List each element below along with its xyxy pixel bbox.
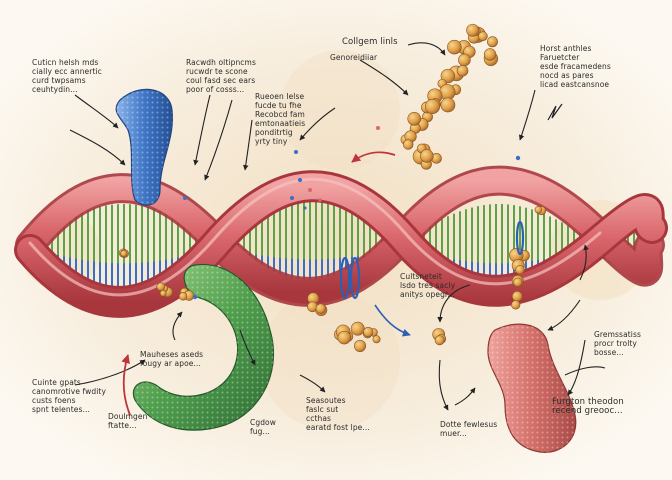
cluster-bead xyxy=(156,282,166,292)
cluster-bead xyxy=(440,97,456,113)
green-protein xyxy=(132,263,275,431)
cluster-bead xyxy=(159,289,167,297)
orange-clusters xyxy=(118,23,547,352)
cluster-bead xyxy=(478,31,488,42)
label-middle-right: Cultsneteit lsdo tres sacly anitys opegr… xyxy=(400,272,456,299)
cluster-bead xyxy=(440,68,456,84)
blue-protein xyxy=(115,88,173,206)
red-arrow-top xyxy=(351,151,396,163)
cluster-bead xyxy=(337,330,352,345)
helix-highlight xyxy=(28,177,602,297)
cluster-bead xyxy=(434,335,445,346)
cluster-bead xyxy=(363,326,374,338)
cluster-bead xyxy=(424,98,441,114)
cluster-bead xyxy=(447,39,462,55)
cluster-bead xyxy=(513,277,523,287)
label-center-top: Rueoen Ielse fucde tu fhe Recobcd fam em… xyxy=(255,92,306,146)
cluster-bead xyxy=(458,53,471,67)
label-top-right: Horst anthles Faruetcter esde fracameden… xyxy=(540,44,611,89)
cluster-bead xyxy=(486,36,498,48)
cluster-bead xyxy=(483,48,497,61)
particles xyxy=(183,126,521,300)
clamp-rings xyxy=(339,220,525,300)
cluster-bead xyxy=(120,250,128,257)
cluster-bead xyxy=(515,265,525,275)
cluster-bead xyxy=(420,149,434,163)
blue-arrow xyxy=(374,304,411,337)
red-protein xyxy=(487,323,577,453)
label-collagen-sub: Genoreidiiar xyxy=(330,53,378,62)
annotation-arrows xyxy=(69,42,606,411)
cluster-bead xyxy=(466,23,480,37)
label-upper-mid-left: Racwdh oltipncms rucwdr te scone coul fa… xyxy=(186,58,256,94)
label-top-left: Cuticn helsh mds cially ecc annertic cur… xyxy=(32,58,102,94)
cluster-bead xyxy=(456,64,469,77)
label-bottom-center: Seasoutes faslc sut ccthas earatd fost l… xyxy=(306,396,370,432)
cluster-bead xyxy=(354,339,367,352)
cluster-bead xyxy=(350,321,365,336)
zigzag-mark xyxy=(547,103,563,121)
red-arrow-left xyxy=(121,354,131,416)
cluster-bead xyxy=(372,335,381,344)
label-bottom-right: Furgton theodon recend greooc... xyxy=(552,397,624,416)
label-bottom-left: Cuinte gpats canomrotive fwdity custs fo… xyxy=(32,378,107,414)
cluster-bead xyxy=(402,139,414,150)
cluster-bead xyxy=(511,300,521,310)
cluster-bead xyxy=(407,111,422,126)
helix-strand-front-fill xyxy=(17,173,665,315)
cluster-bead xyxy=(511,290,523,302)
cluster-bead xyxy=(315,303,326,314)
label-green-fiber: Cgdow fug... xyxy=(250,418,276,436)
label-bottom-center-right: Dotte fewlesus muer... xyxy=(440,420,498,438)
label-collagen-title: Collgem linls xyxy=(342,37,398,47)
label-right-mid: Gremssatiss procr trolty bosse... xyxy=(594,330,642,357)
label-bottom-left-sub: Doulmgen ftatte... xyxy=(108,412,148,430)
cluster-bead xyxy=(534,206,543,214)
label-lower-left-mid: Mauheses aseds fougy ar apoe... xyxy=(140,350,204,368)
cluster-bead xyxy=(178,292,188,301)
